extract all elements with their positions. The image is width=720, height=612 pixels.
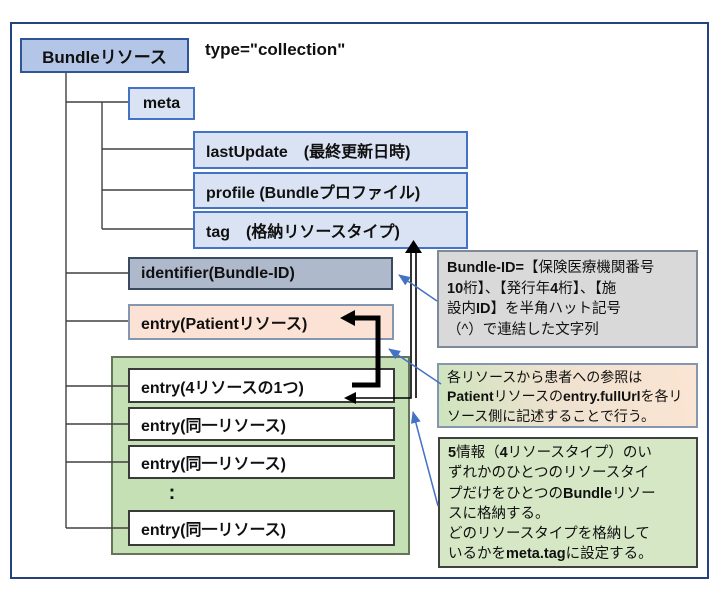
note-bundle-content: 5情報（4リソースタイプ）のいずれかのひとつのリソースタイプだけをひとつのBun… [438, 437, 698, 568]
type-attribute-text: type="collection" [205, 40, 346, 59]
bundle-resource-box: Bundleリソース [20, 38, 189, 73]
entry-box-3: entry(同一リソース) [128, 445, 395, 479]
entry-box-2: entry(同一リソース) [128, 407, 395, 441]
identifier-box: identifier(Bundle-ID) [128, 257, 393, 290]
entry-patient-box: entry(Patientリソース) [128, 304, 394, 340]
entry-box-4: entry(同一リソース) [128, 510, 395, 546]
profile-box: profile (Bundleプロファイル) [193, 172, 468, 209]
entry-box-1: entry(4リソースの1つ) [128, 368, 395, 403]
meta-box: meta [128, 87, 195, 120]
lastupdate-box: lastUpdate (最終更新日時) [193, 131, 468, 169]
entry-ellipsis: : [168, 482, 176, 504]
tag-box: tag (格納リソースタイプ) [193, 211, 468, 249]
